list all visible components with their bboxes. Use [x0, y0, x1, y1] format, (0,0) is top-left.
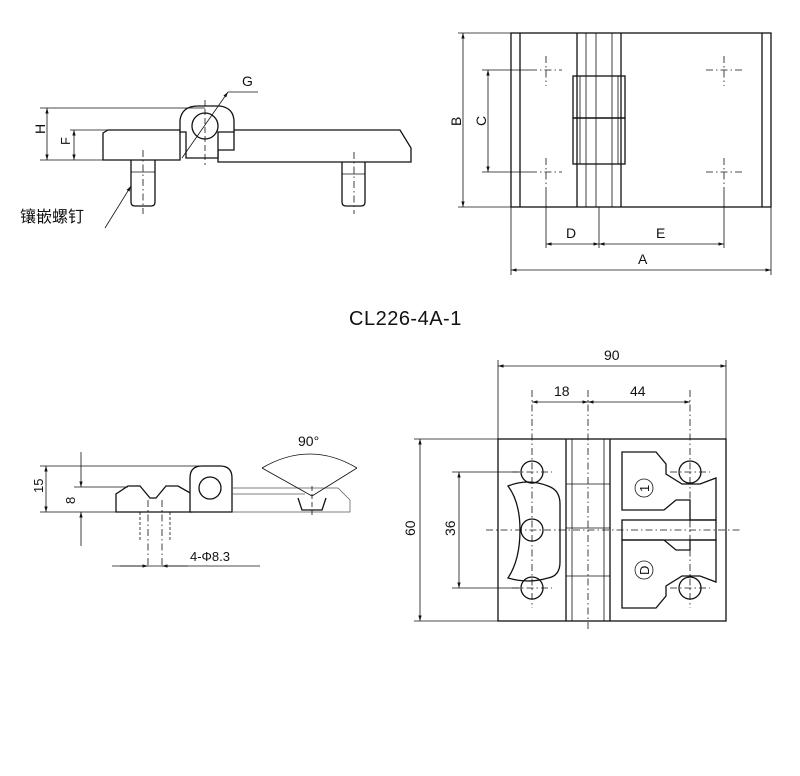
holes-note: 4-Φ8.3	[190, 549, 230, 564]
angle-90: 90°	[298, 433, 319, 449]
label-d: D	[566, 225, 576, 241]
dim-36: 36	[442, 520, 458, 536]
top-front-view	[458, 32, 772, 275]
bottom-side-view	[40, 452, 358, 568]
label-a: A	[638, 251, 648, 267]
label-g: G	[242, 73, 253, 89]
mark-d: D	[637, 566, 652, 575]
dim-8: 8	[63, 497, 78, 504]
label-e: E	[656, 225, 665, 241]
label-h: H	[32, 124, 48, 134]
dim-18: 18	[554, 383, 570, 399]
label-c: C	[473, 116, 489, 126]
label-f: F	[58, 137, 73, 145]
label-b: B	[448, 117, 464, 126]
bottom-front-view	[414, 360, 740, 630]
dim-90: 90	[604, 347, 620, 363]
dim-15: 15	[31, 479, 46, 493]
dim-44: 44	[630, 383, 646, 399]
dim-60: 60	[402, 520, 418, 536]
top-side-view	[40, 91, 412, 229]
mark-1: 1	[637, 485, 652, 492]
drawing-title: CL226-4A-1	[349, 308, 462, 330]
insert-screw-note: 镶嵌螺钉	[20, 207, 84, 226]
